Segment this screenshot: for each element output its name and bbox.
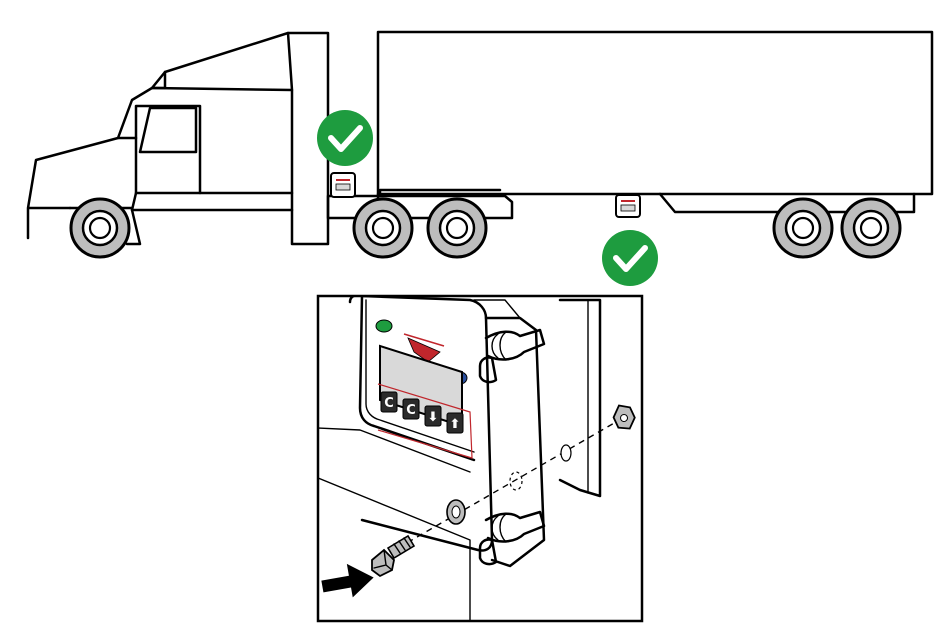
svg-text:C: C [384, 396, 394, 411]
hinge-clip-top [478, 328, 546, 384]
green-check-icon [317, 110, 373, 166]
alignment-line [397, 421, 617, 549]
wheel [352, 197, 414, 259]
wheel [840, 197, 902, 259]
wheel [772, 197, 834, 259]
down-arrow-key-icon: ⬇ [424, 405, 442, 427]
green-check-icon [602, 230, 658, 286]
wheel [426, 197, 488, 259]
svg-text:⬆: ⬆ [450, 417, 461, 432]
wheels [69, 197, 902, 259]
right-arrow-icon [321, 563, 374, 598]
hinge-clip-bottom [478, 510, 546, 566]
trailer [376, 30, 934, 214]
svg-text:C: C [406, 403, 416, 418]
c-key-icon: C [402, 398, 420, 420]
hex-nut [612, 404, 636, 430]
wheel [69, 197, 131, 259]
c-key-icon: C [380, 391, 398, 413]
trailer-control-box [615, 194, 641, 218]
svg-text:⬇: ⬇ [428, 410, 439, 425]
cab-control-box [330, 172, 356, 198]
up-arrow-key-icon: ⬆ [446, 412, 464, 434]
mounting-bolt [371, 534, 416, 578]
